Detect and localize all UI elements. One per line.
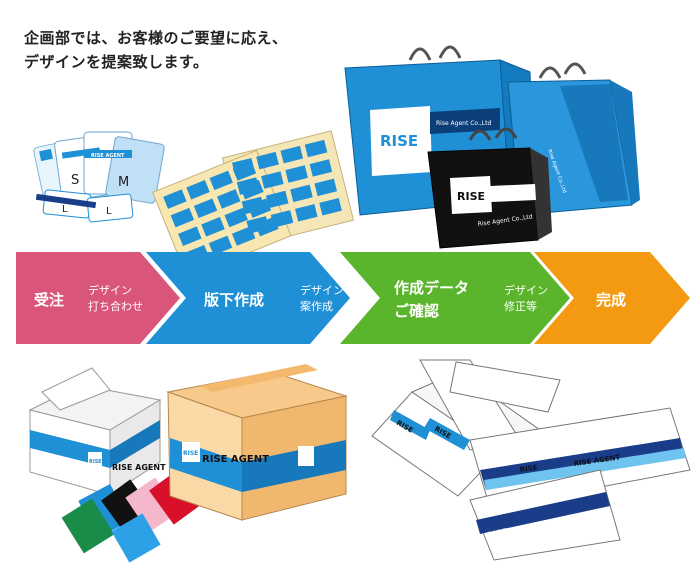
between-1-line2: 打ち合わせ: [88, 299, 143, 313]
small-box-brand: RISE: [89, 459, 102, 465]
between-2-line2: 案作成: [300, 299, 333, 313]
step-4-label: 完成: [596, 291, 626, 309]
bag-brand-black: RISE: [457, 190, 485, 203]
step-1-label: 受注: [34, 291, 64, 309]
svg-text:RISE: RISE: [519, 464, 538, 474]
intro-text: 企画部では、お客様のご要望に応え、 デザインを提案致します。: [24, 26, 288, 74]
step-3-label-line2: ご確認: [394, 302, 439, 320]
step-2-label: 版下作成: [204, 291, 264, 309]
step-1-arrow: [16, 252, 180, 344]
hang-tags-illustration: RISE AGENT S M L L: [33, 131, 165, 223]
between-3-line2: 修正等: [504, 299, 537, 313]
cardboard-brand: RISE: [183, 450, 198, 457]
bag-brand-big: RISE: [380, 132, 418, 150]
tag-size-s: S: [71, 173, 79, 188]
svg-text:RISE: RISE: [487, 527, 509, 540]
between-1-line1: デザイン: [88, 283, 132, 297]
white-box-illustration: RISE RISE AGENT: [28, 367, 166, 496]
between-2-line1: デザイン: [300, 283, 344, 297]
bag-company-big: Rise Agent Co.,Ltd: [436, 120, 491, 127]
intro-line-1: 企画部では、お客様のご要望に応え、: [24, 29, 288, 47]
tag-size-l-1: L: [62, 204, 68, 215]
tag-size-l-2: L: [106, 206, 112, 217]
envelopes-illustration: RISE RISE RISE RISE AGENT RISE: [371, 359, 691, 561]
small-box-name: RISE AGENT: [112, 463, 166, 472]
step-3-label-line1: 作成データ: [394, 279, 469, 297]
cardboard-box-illustration: RISE RISE AGENT: [166, 364, 348, 521]
intro-line-2: デザインを提案致します。: [24, 53, 209, 71]
sticker-sheets-illustration: [152, 130, 355, 279]
step-2-arrow: [146, 252, 350, 344]
step-4-arrow: [534, 252, 690, 344]
shopping-bags-illustration: RISE Rise Agent Co.,Ltd Rise Agent Co.,L…: [344, 45, 640, 249]
tag-brand-label: RISE AGENT: [91, 153, 125, 159]
process-flow: 受注 デザイン 打ち合わせ 版下作成 デザイン 案作成 作成データ ご確認 デザ…: [16, 252, 690, 344]
between-3-line1: デザイン: [504, 283, 548, 297]
tag-size-m: M: [118, 175, 129, 190]
step-3-arrow: [340, 252, 570, 344]
cardboard-name: RISE AGENT: [202, 454, 269, 465]
